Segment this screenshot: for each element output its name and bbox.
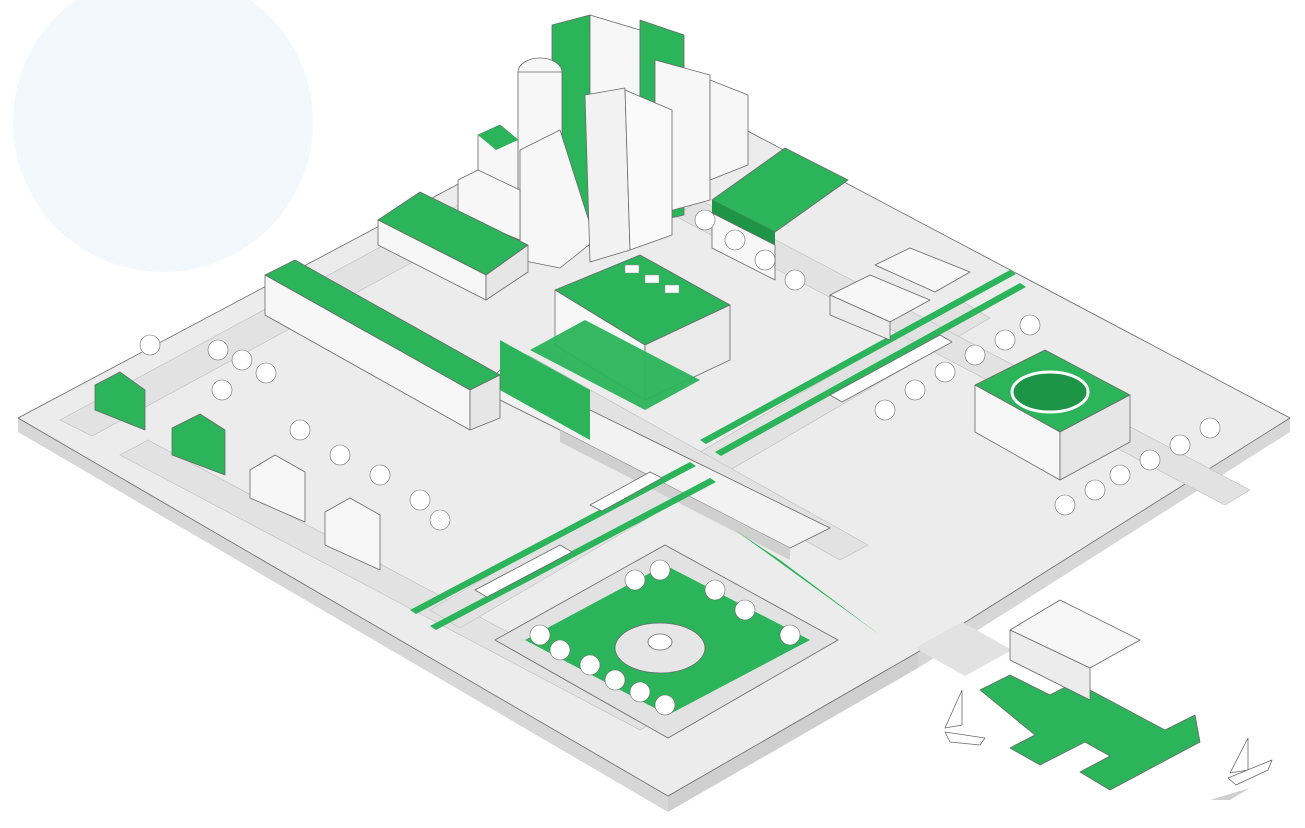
- factory: [530, 254, 731, 410]
- tram: [474, 334, 953, 598]
- trees: [139, 209, 1221, 716]
- terraced-houses: [264, 259, 501, 431]
- stadium: [974, 349, 1131, 481]
- sailboats: [944, 689, 1273, 800]
- town-park: [494, 544, 839, 739]
- marina-pier: [915, 599, 1201, 791]
- tram-lines: [410, 270, 1026, 630]
- detached-houses: [94, 371, 381, 571]
- overpass-bridge: [479, 340, 880, 635]
- skyscraper-cluster: [457, 14, 749, 269]
- sun: [13, 0, 313, 272]
- warehouse: [377, 191, 529, 301]
- apartment-blocks: [829, 247, 971, 341]
